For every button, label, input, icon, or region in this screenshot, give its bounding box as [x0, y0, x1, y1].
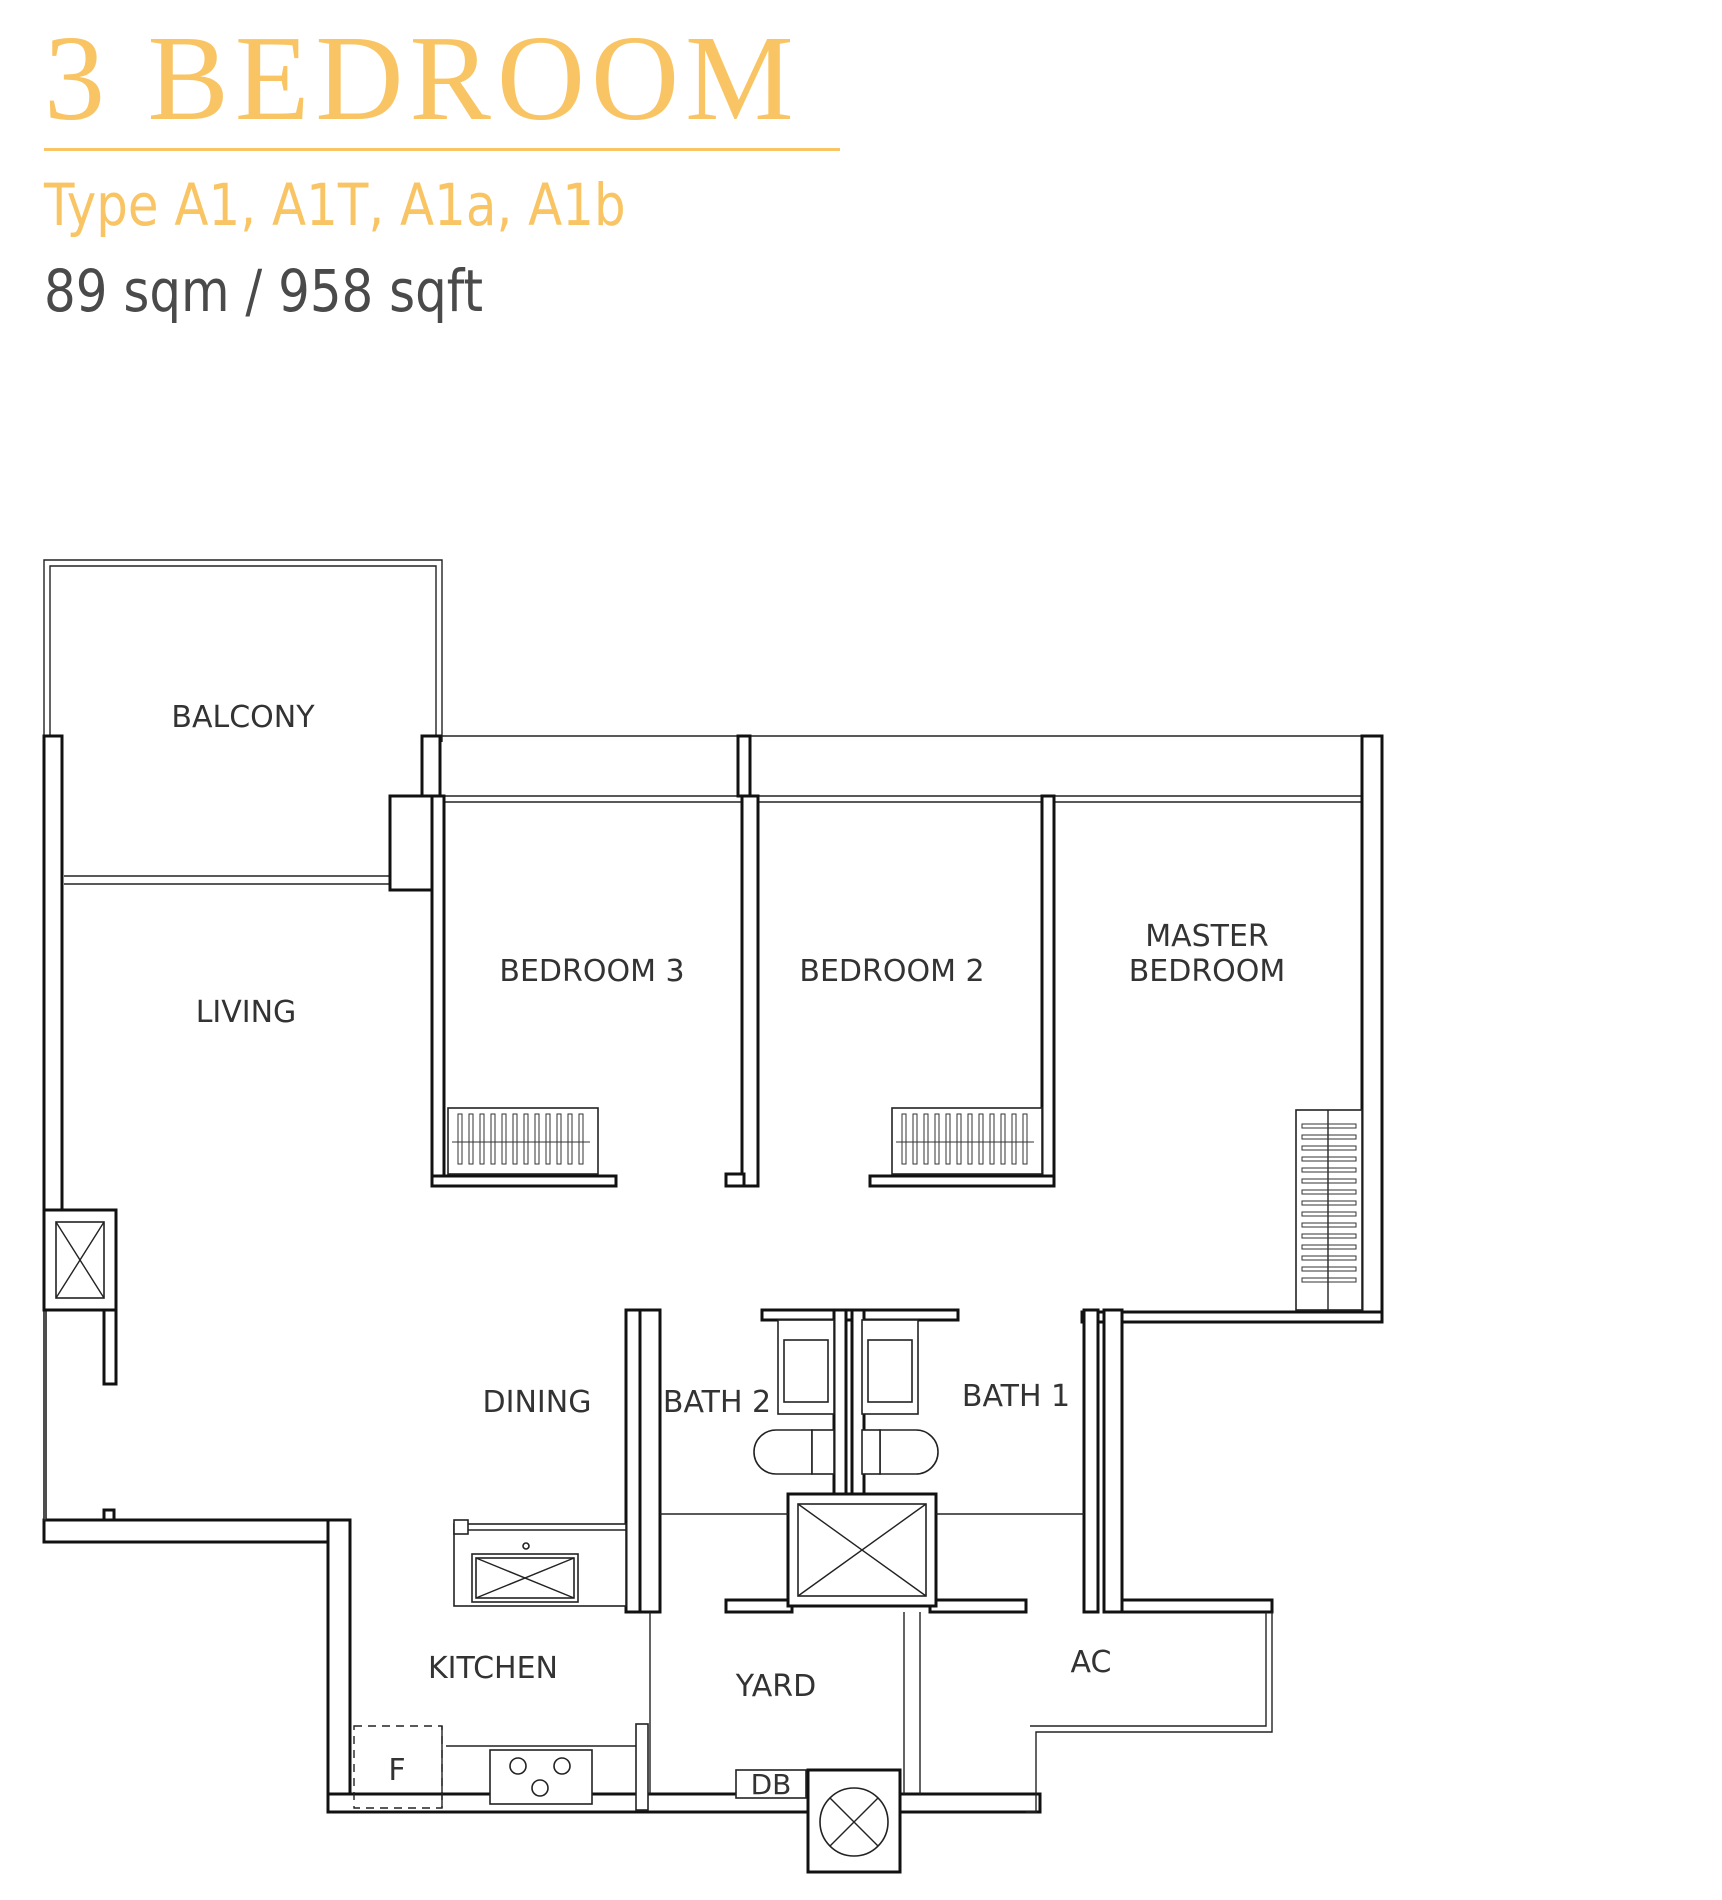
hanger — [1301, 1178, 1357, 1184]
hanger — [490, 1113, 496, 1165]
hanger — [1301, 1189, 1357, 1195]
label-master-line2: BEDROOM — [1129, 954, 1286, 989]
wall-bath1-right — [1082, 1308, 1100, 1614]
hanger — [1301, 1255, 1357, 1261]
hanger — [934, 1113, 940, 1165]
fridge — [353, 1725, 443, 1809]
wall-bed2-bottom — [868, 1174, 1056, 1188]
hanger — [912, 1113, 918, 1165]
hanger — [523, 1113, 529, 1165]
label-living: LIVING — [196, 995, 297, 1030]
label-bedroom-3: BEDROOM 3 — [499, 954, 684, 989]
hanger — [512, 1113, 518, 1165]
balcony-outline — [43, 559, 443, 885]
wall-bath2-left-inner — [638, 1308, 662, 1614]
hanger — [567, 1113, 573, 1165]
hanger — [1022, 1113, 1028, 1165]
db-box — [735, 1769, 807, 1799]
hanger — [1301, 1156, 1357, 1162]
hanger — [1011, 1113, 1017, 1165]
wall-bath-bottom-right — [928, 1598, 1028, 1614]
label-dining: DINING — [483, 1385, 592, 1420]
wall-bath-bottom — [724, 1598, 794, 1614]
hanger — [534, 1113, 540, 1165]
hanger — [923, 1113, 929, 1165]
unit-types: Type A1, A1T, A1a, A1b — [44, 171, 626, 239]
ac-ledge — [1026, 1612, 1273, 1813]
hanger — [978, 1113, 984, 1165]
wall-partition-stub — [724, 1172, 746, 1188]
hanger — [545, 1113, 551, 1165]
label-kitchen: KITCHEN — [428, 1651, 558, 1686]
hanger — [1301, 1222, 1357, 1228]
kitchen-hob-counter — [446, 1723, 649, 1811]
hanger — [1301, 1244, 1357, 1250]
hanger — [945, 1113, 951, 1165]
hanger — [468, 1113, 474, 1165]
wall-bath1-right-inner — [1102, 1308, 1124, 1614]
hanger — [1301, 1167, 1357, 1173]
wall-dining-bottom — [42, 1518, 352, 1544]
wall-bath-divider-a — [832, 1308, 848, 1510]
hanger — [1301, 1145, 1357, 1151]
hangers-bedroom2 — [896, 1113, 1034, 1165]
wall-right — [1360, 734, 1384, 1324]
label-fridge: F — [388, 1753, 405, 1788]
wall-partition-2-m — [1040, 794, 1056, 1188]
hanger — [479, 1113, 485, 1165]
wall-post — [420, 734, 442, 798]
hangers-master — [1301, 1123, 1357, 1283]
hanger — [1301, 1200, 1357, 1206]
label-master-line1: MASTER — [1145, 919, 1269, 954]
duct-stub — [102, 1308, 118, 1386]
bedroom-windows — [442, 735, 1364, 803]
wall-left — [42, 734, 64, 1222]
label-ac: AC — [1071, 1645, 1112, 1680]
hangers-bedroom3 — [452, 1113, 590, 1165]
hanger — [1301, 1211, 1357, 1217]
hanger — [578, 1113, 584, 1165]
hanger — [1301, 1233, 1357, 1239]
wall-partition-3-2-top — [736, 734, 752, 798]
bath1-fixtures — [861, 1319, 939, 1475]
label-db: DB — [751, 1768, 792, 1801]
wall-bath2-left — [624, 1308, 642, 1614]
unit-area: 89 sqm / 958 sqft — [44, 257, 484, 325]
hanger — [556, 1113, 562, 1165]
hanger — [956, 1113, 962, 1165]
hanger — [457, 1113, 463, 1165]
wall-partition-3-2 — [740, 794, 760, 1188]
title-underline — [44, 148, 840, 151]
wall-bed3-bottom — [430, 1174, 618, 1188]
living-post — [102, 1508, 116, 1522]
bath2-fixtures — [753, 1319, 835, 1475]
wall-bed3-left — [430, 794, 446, 1188]
wall-yard-bottom — [898, 1792, 1042, 1814]
hanger — [1000, 1113, 1006, 1165]
chute — [806, 1768, 902, 1874]
hanger — [501, 1113, 507, 1165]
label-yard: YARD — [735, 1669, 816, 1704]
page-title: 3 BEDROOM — [44, 11, 800, 146]
label-bath-1: BATH 1 — [962, 1379, 1070, 1414]
hanger — [1301, 1277, 1357, 1283]
wall-master-bottom — [1080, 1310, 1384, 1324]
hanger — [1301, 1123, 1357, 1129]
hanger — [1301, 1134, 1357, 1140]
hanger — [901, 1113, 907, 1165]
wall-kitchen-left — [326, 1518, 352, 1814]
kitchen-sink-counter — [453, 1519, 627, 1607]
label-balcony: BALCONY — [171, 700, 315, 735]
wardrobe-master — [1295, 1109, 1363, 1311]
label-bath-2: BATH 2 — [663, 1385, 771, 1420]
label-bedroom-2: BEDROOM 2 — [799, 954, 984, 989]
wall-ac-top — [1120, 1598, 1274, 1614]
hanger — [989, 1113, 995, 1165]
hanger — [967, 1113, 973, 1165]
hanger — [1301, 1266, 1357, 1272]
